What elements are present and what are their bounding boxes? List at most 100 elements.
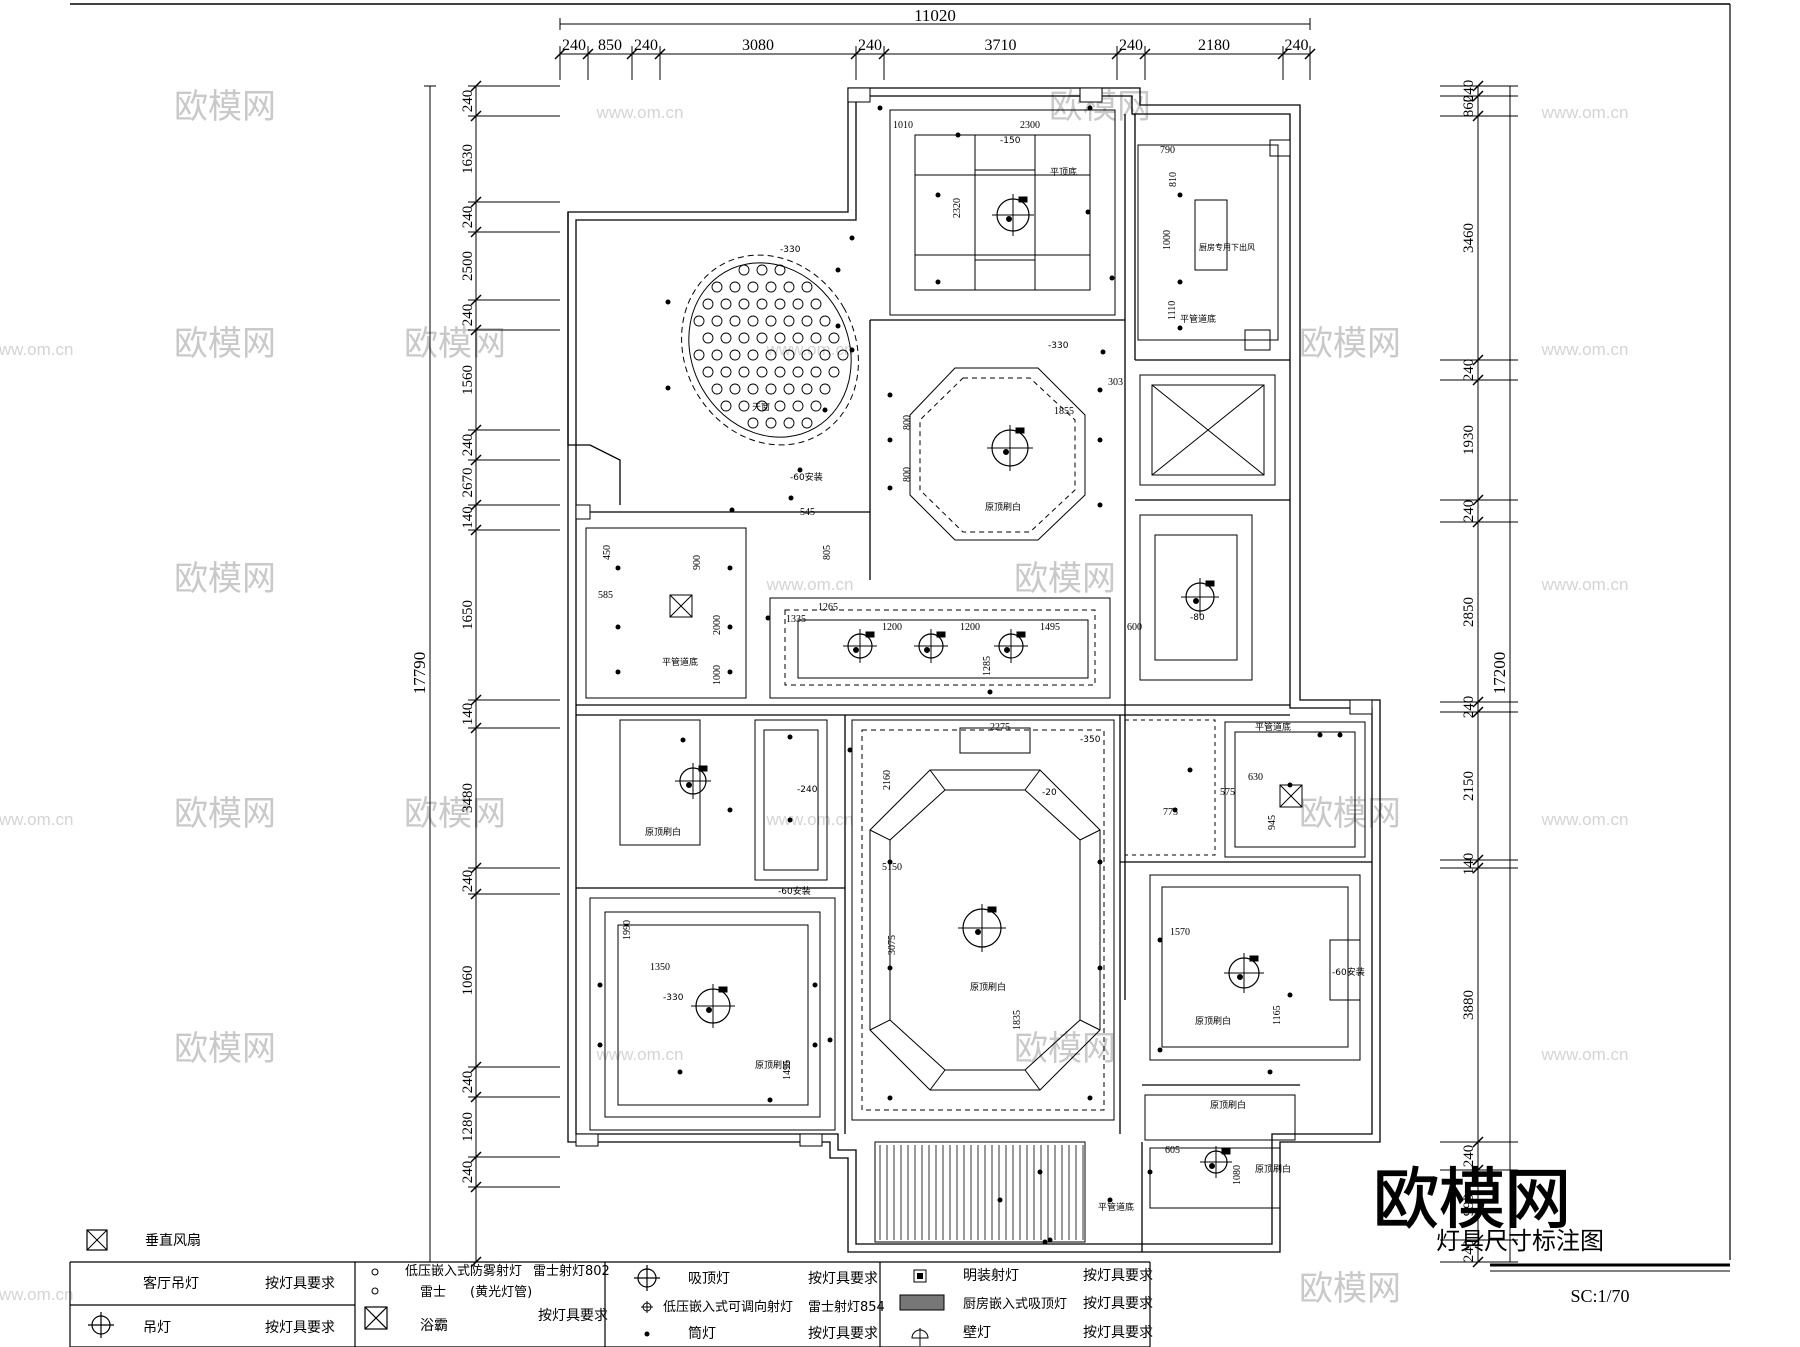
downlight-icon bbox=[727, 624, 733, 630]
downlight-icon bbox=[887, 437, 893, 443]
right-dimension-chain bbox=[1440, 80, 1518, 1268]
room-annotations: 厨房专用下出风 平顶底 平管道底 天窗 原顶刷白 原顶刷白 原顶刷白 原顶刷白 … bbox=[645, 166, 1365, 1213]
watermark-url: www.om.cn bbox=[766, 810, 854, 829]
room-dimension: 5150 bbox=[882, 862, 902, 873]
legend-name: 吊灯 bbox=[143, 1320, 171, 1336]
dim-left-segment: 240 bbox=[460, 206, 476, 229]
pendant-lamp-icon bbox=[1181, 578, 1219, 616]
downlight-icon bbox=[1317, 732, 1323, 738]
room-dimension: 1165 bbox=[1272, 1005, 1283, 1025]
legend-name: 厨房嵌入式吸顶灯 bbox=[963, 1296, 1067, 1312]
watermark-layer: 欧模网欧模网欧模网欧模网欧模网欧模网欧模网欧模网欧模网欧模网欧模网欧模网欧模网w… bbox=[0, 87, 1628, 1309]
room-dimension: 1080 bbox=[1232, 1165, 1243, 1185]
downlight-icon bbox=[1097, 965, 1103, 971]
label-install-60b: -60安装 bbox=[778, 885, 811, 897]
watermark-logo: 欧模网 bbox=[174, 1029, 276, 1069]
room-dimension: 303 bbox=[1108, 377, 1123, 388]
downlight-icon bbox=[597, 982, 603, 988]
downlight-icon bbox=[955, 132, 961, 138]
label-dining-white: 原顶刷白 bbox=[985, 501, 1021, 513]
legend-note: 雷士射灯802 bbox=[533, 1263, 610, 1279]
room-dimension: 1110 bbox=[1167, 301, 1178, 320]
label-bottom-white: 原顶刷白 bbox=[1210, 1099, 1246, 1111]
legend-name: 明装射灯 bbox=[963, 1268, 1019, 1284]
downlight-icon bbox=[727, 807, 733, 813]
dim-right-total: 17200 bbox=[1490, 652, 1509, 695]
downlight-icon bbox=[812, 982, 818, 988]
watermark-logo: 欧模网 bbox=[174, 87, 276, 127]
watermark-url: www.om.cn bbox=[1541, 575, 1629, 594]
surface-spot-icon bbox=[913, 1269, 927, 1283]
dim-top-segment: 240 bbox=[1285, 37, 1309, 54]
downlight-icon bbox=[887, 1095, 893, 1101]
legend-note: 按灯具要求 bbox=[1083, 1296, 1153, 1312]
legend-note: 雷士射灯854 bbox=[808, 1299, 885, 1315]
dim-right-segment: 2850 bbox=[1461, 597, 1477, 627]
room-dimension: 1350 bbox=[650, 962, 670, 973]
legend-name: 吸顶灯 bbox=[688, 1271, 730, 1287]
legend-note: 按灯具要求 bbox=[1083, 1268, 1153, 1284]
right-dimension-labels: 2408603460240193024028502402150140388024… bbox=[1461, 80, 1477, 1263]
dim-left-segment: 240 bbox=[460, 1071, 476, 1094]
downlight-icon bbox=[1177, 279, 1183, 285]
legend-name: 浴霸 bbox=[420, 1318, 448, 1334]
downlight-icon bbox=[1287, 782, 1293, 788]
dim-top-total: 11020 bbox=[914, 6, 956, 25]
watermark-logo: 欧模网 bbox=[404, 324, 506, 364]
label-pipe-right: 平管道底 bbox=[1255, 721, 1291, 733]
dim-left-segment: 1280 bbox=[460, 1112, 476, 1142]
downlight-icon bbox=[1097, 437, 1103, 443]
downlight-icon bbox=[1097, 859, 1103, 865]
dim-top-segment: 850 bbox=[598, 37, 622, 54]
drawing-frame bbox=[70, 3, 1731, 1260]
downlight-icon bbox=[849, 347, 855, 353]
left-dimension-chain bbox=[424, 80, 560, 1268]
room-dimension: 585 bbox=[598, 590, 613, 601]
dim-right-segment: 860 bbox=[1461, 95, 1477, 118]
dim-left-segment: 3480 bbox=[460, 783, 476, 813]
label-bottom2-white: 原顶刷白 bbox=[1255, 1163, 1291, 1175]
watermark-logo: 欧模网 bbox=[174, 794, 276, 834]
wall-hatches bbox=[575, 87, 1373, 1147]
watermark-logo: 欧模网 bbox=[174, 559, 276, 599]
pendant-lamp-icon bbox=[691, 984, 735, 1028]
room-dimension: 1335 bbox=[786, 614, 806, 625]
watermark-url: www.om.cn bbox=[0, 810, 73, 829]
downlight-icon bbox=[665, 299, 671, 305]
watermark-logo: 欧模网 bbox=[1299, 324, 1401, 364]
pendant-lamp-icon bbox=[987, 425, 1033, 471]
dim-right-segment: 240 bbox=[1461, 359, 1477, 382]
top-dimension-chain bbox=[554, 18, 1316, 80]
room-dimension: 2275 bbox=[990, 722, 1010, 733]
downlight-icon bbox=[1042, 1239, 1048, 1245]
legend-name: 客厅吊灯 bbox=[143, 1275, 199, 1292]
dim-right-segment: 990 bbox=[1461, 1194, 1477, 1217]
downlight-icon bbox=[935, 279, 941, 285]
pendant-lamp-icon bbox=[994, 629, 1028, 663]
dim-top-segment: 240 bbox=[858, 37, 882, 54]
room-dimension: 2160 bbox=[882, 770, 893, 790]
room-dimension: 1990 bbox=[622, 920, 633, 940]
downlight-icon bbox=[827, 1037, 833, 1043]
watermark-url: www.om.cn bbox=[1541, 103, 1629, 122]
downlight-icon bbox=[1037, 1169, 1043, 1175]
legend-note: 按灯具要求 bbox=[1083, 1325, 1153, 1341]
watermark-url: www.om.cn bbox=[596, 103, 684, 122]
watermark-logo: 欧模网 bbox=[1014, 1029, 1116, 1069]
downlight-icon bbox=[887, 859, 893, 865]
downlight-icon bbox=[1287, 992, 1293, 998]
room-dimension: 1200 bbox=[960, 622, 980, 633]
downlight-icon bbox=[797, 467, 803, 473]
room-dimension: 630 bbox=[1248, 772, 1263, 783]
label-pipe-bottom: 平管道底 bbox=[1098, 1201, 1134, 1213]
spot-icon bbox=[641, 1301, 653, 1313]
downlight-icon bbox=[615, 565, 621, 571]
watermark-url: www.om.cn bbox=[766, 340, 854, 359]
watermark-logo: 欧模网 bbox=[174, 324, 276, 364]
downlight-icon bbox=[849, 235, 855, 241]
downlight-icon bbox=[1085, 209, 1091, 215]
pendant-lamp-icon bbox=[992, 194, 1034, 236]
room-dimension: 790 bbox=[1160, 145, 1175, 156]
dim-left-segment: 240 bbox=[460, 870, 476, 893]
